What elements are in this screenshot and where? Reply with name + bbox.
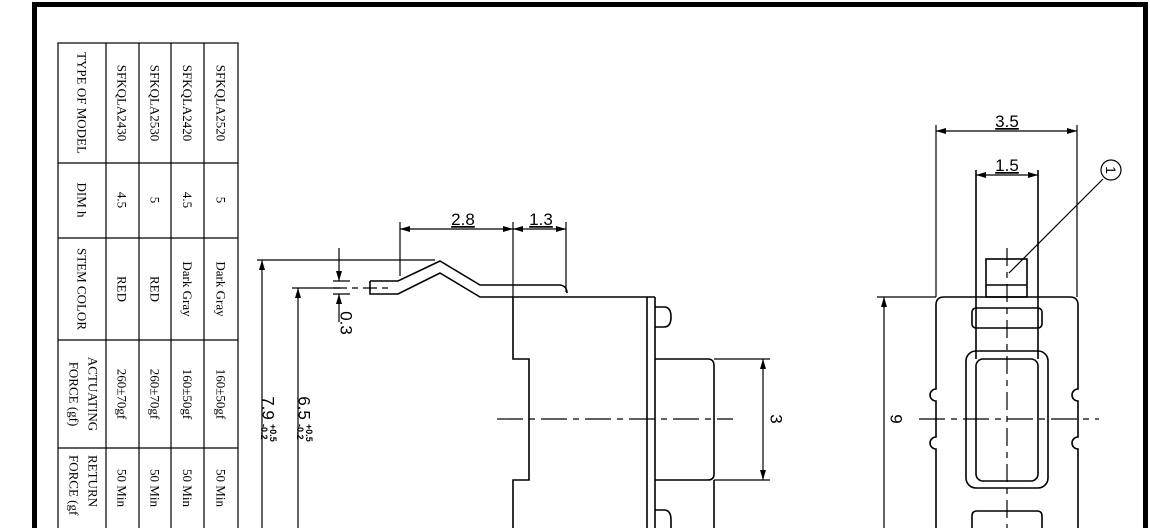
dim-body-height-value: 6.5 — [295, 396, 314, 420]
dim-total-height: 7.9 +0.5 -0.2 — [259, 396, 279, 442]
balloon-number: 1 — [1103, 166, 1119, 174]
dim-terminal-length: 2.8 — [451, 210, 475, 229]
dim-terminal-thickness: 0.3 — [337, 311, 356, 335]
cell-actuating-force: 160±50gf — [180, 369, 195, 420]
body-outline — [929, 296, 1079, 528]
header-model: TYPE OF MODEL — [75, 52, 90, 154]
spec-table: TYPE OF MODEL DIM h STEM COLOR ACTUATING… — [57, 42, 239, 528]
drawing-frame — [32, 2, 1148, 528]
cell-dim-h: 5 — [148, 197, 163, 204]
header-return-force-unit: FORCE (gf — [67, 455, 82, 516]
cell-model: SFKQLA2530 — [148, 65, 163, 142]
dim-body-height: 6.5 +0.5 -0.2 — [295, 396, 315, 442]
cell-actuating-force: 260±70gf — [148, 369, 163, 420]
dim-body-length: 9 — [887, 414, 906, 423]
cell-dim-h: 4.5 — [115, 192, 130, 208]
cell-return-force: 50 Min — [115, 469, 130, 507]
dim-button-width: 3 — [767, 414, 786, 423]
switch-body — [512, 296, 656, 528]
dim-terminal-offset: 1.3 — [529, 210, 553, 229]
table-row: SFKQLA2430 4.5 RED 260±70gf 50 Min — [115, 65, 130, 508]
dim-body-height-tol-minus: -0.2 — [295, 424, 305, 440]
cell-stem-color: RED — [115, 276, 130, 302]
body-bump — [655, 306, 672, 328]
terminal — [369, 260, 568, 298]
table-row: SFKQLA2420 4.5 Dark Gray 160±50gf 50 Min — [180, 65, 195, 508]
dim-body-width: 3.5 — [995, 112, 1019, 131]
body-bump — [655, 509, 672, 528]
side-view: 3 2.8 1.3 0.3 7.9 +0.5 -0.2 6.5 +0.5 -0.… — [257, 210, 786, 528]
balloon-callout — [1100, 159, 1122, 181]
cell-stem-color: Dark Gray — [180, 261, 195, 317]
cell-actuating-force: 160±50gf — [214, 369, 229, 420]
cell-model: SFKQLA2420 — [180, 65, 195, 142]
dim-total-height-value: 7.9 — [259, 396, 278, 420]
cell-stem-color: RED — [148, 276, 163, 302]
dim-total-height-tol-plus: +0.5 — [268, 424, 278, 442]
header-actuating-force-unit: FORCE (gf) — [67, 362, 82, 427]
table-row: SFKQLA2520 5 Dark Gray 160±50gf 50 Min — [214, 65, 229, 508]
cell-return-force: 50 Min — [180, 469, 195, 507]
cell-stem-color: Dark Gray — [214, 261, 229, 317]
dim-stem-width: 1.5 — [995, 156, 1019, 175]
cell-dim-h: 4.5 — [180, 192, 195, 208]
cell-model: SFKQLA2430 — [115, 65, 130, 142]
dim-total-height-tol-minus: -0.2 — [259, 424, 269, 440]
header-dim-h: DIM h — [75, 182, 90, 218]
button — [655, 358, 715, 528]
cell-return-force: 50 Min — [148, 469, 163, 507]
header-actuating-force: ACTUATING — [86, 357, 101, 431]
cell-model: SFKQLA2520 — [214, 65, 229, 142]
dim-body-height-tol-plus: +0.5 — [304, 424, 314, 442]
table-row: SFKQLA2530 5 RED 260±70gf 50 Min — [148, 65, 163, 508]
header-return-force: RETURN — [86, 455, 101, 508]
cell-actuating-force: 260±70gf — [115, 369, 130, 420]
cell-return-force: 50 Min — [214, 469, 229, 507]
front-view: 9 3.5 1.5 1 — [877, 112, 1122, 528]
cell-dim-h: 5 — [214, 197, 229, 204]
header-stem-color: STEM COLOR — [75, 248, 90, 330]
